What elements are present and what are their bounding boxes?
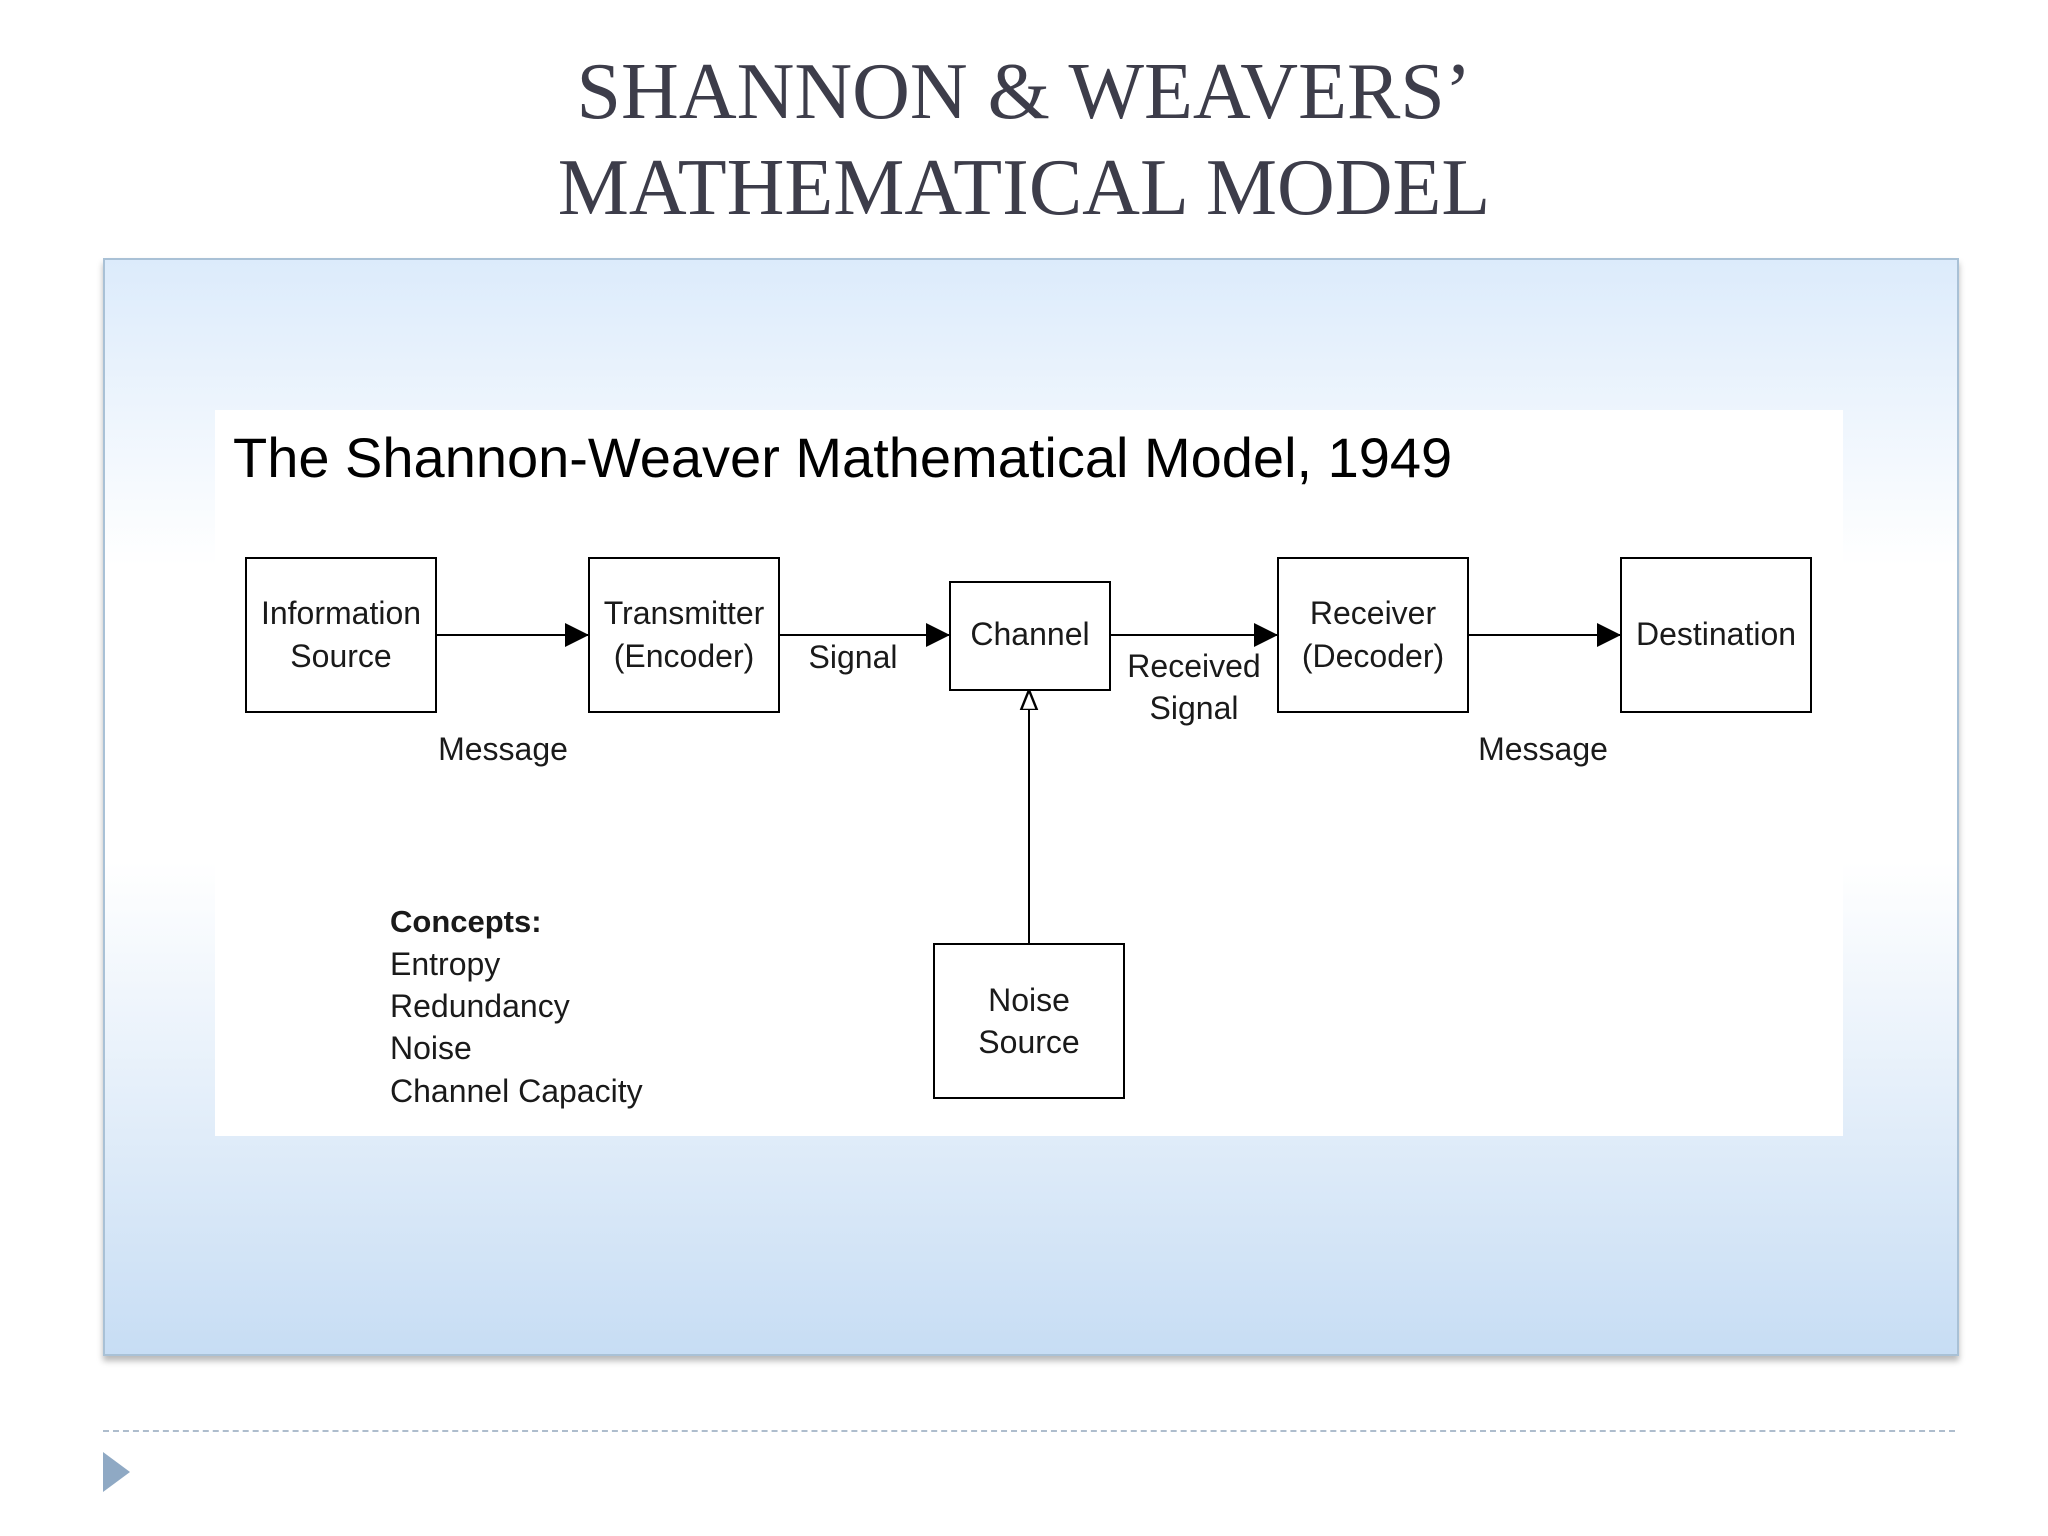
node-transmitter: Transmitter (Encoder) — [588, 557, 780, 713]
footer-divider — [103, 1430, 1955, 1432]
nav-triangle-icon[interactable] — [103, 1452, 130, 1492]
slide-title: SHANNON & WEAVERS’ MATHEMATICAL MODEL — [0, 44, 2048, 236]
node-receiver-box — [1277, 557, 1469, 713]
node-information-source: Information Source — [245, 557, 437, 713]
concept-item-noise: Noise — [390, 1030, 472, 1066]
node-noise-source: Noise Source — [933, 943, 1125, 1099]
concepts-list: Concepts: Entropy Redundancy Noise Chann… — [390, 904, 643, 1109]
edge-label-received-signal-2: Signal — [1150, 690, 1239, 726]
model-diagram: The Shannon-Weaver Mathematical Model, 1… — [215, 410, 1843, 1136]
concepts-heading: Concepts: — [390, 904, 542, 939]
node-channel-box — [949, 581, 1111, 691]
node-information-source-label-2: Source — [290, 638, 391, 674]
edge-label-message-in: Message — [1478, 731, 1608, 767]
concept-item-entropy: Entropy — [390, 946, 500, 982]
node-destination-label: Destination — [1636, 616, 1796, 652]
concept-item-channel-capacity: Channel Capacity — [390, 1073, 643, 1109]
concept-item-redundancy: Redundancy — [390, 988, 570, 1024]
node-information-source-box — [245, 557, 437, 713]
node-channel: Channel — [949, 581, 1111, 691]
node-receiver: Receiver (Decoder) — [1277, 557, 1469, 713]
node-noise-source-label-1: Noise — [988, 982, 1070, 1018]
node-noise-source-box — [933, 943, 1125, 1099]
edge-label-message-out: Message — [438, 731, 568, 767]
slide-title-line-2: MATHEMATICAL MODEL — [557, 144, 1491, 232]
node-transmitter-label-1: Transmitter — [604, 595, 765, 631]
node-receiver-label-1: Receiver — [1310, 595, 1437, 631]
node-noise-source-label-2: Source — [978, 1024, 1079, 1060]
node-destination: Destination — [1620, 557, 1812, 713]
node-transmitter-box — [588, 557, 780, 713]
edge-label-signal: Signal — [809, 639, 898, 675]
node-information-source-label-1: Information — [261, 595, 421, 631]
node-destination-box — [1620, 557, 1812, 713]
node-receiver-label-2: (Decoder) — [1302, 638, 1444, 674]
node-transmitter-label-2: (Encoder) — [614, 638, 755, 674]
slide-title-line-1: SHANNON & WEAVERS’ — [576, 48, 1472, 136]
node-channel-label: Channel — [970, 616, 1089, 652]
model-diagram-svg: The Shannon-Weaver Mathematical Model, 1… — [233, 426, 1812, 1109]
diagram-title: The Shannon-Weaver Mathematical Model, 1… — [233, 426, 1452, 489]
edge-label-received-signal-1: Received — [1127, 648, 1260, 684]
